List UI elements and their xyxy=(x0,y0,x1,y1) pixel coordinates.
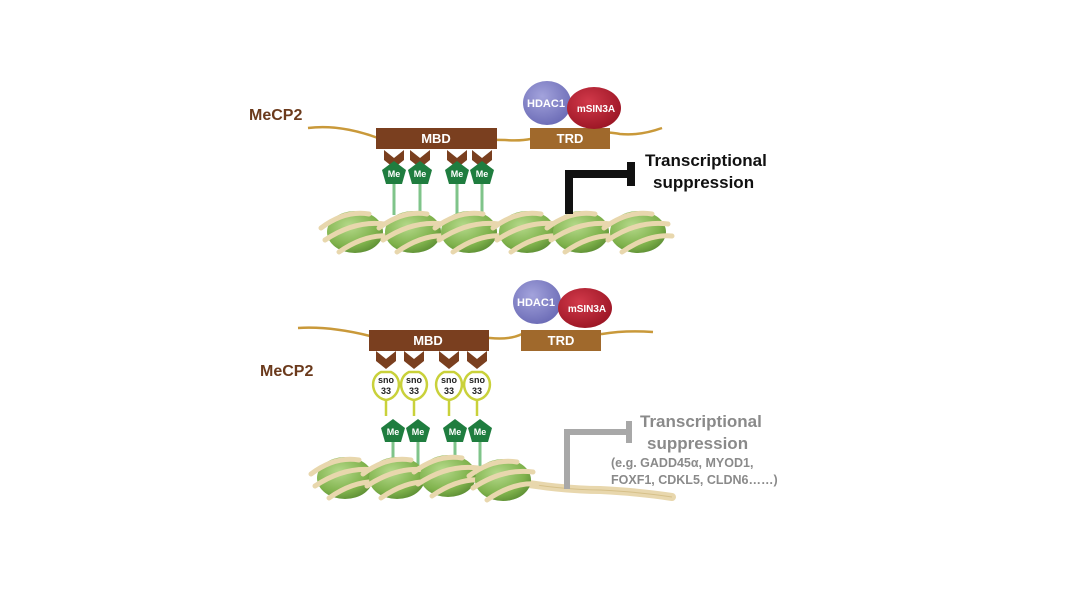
bottom-me-label-4: Me xyxy=(474,427,487,437)
top-msin3a-protein xyxy=(567,87,621,129)
bottom-me-label-1: Me xyxy=(387,427,400,437)
bottom-sno-label-2b: 33 xyxy=(409,386,419,396)
bottom-gene-examples-line2: FOXF1, CDKL5, CLDN6……) xyxy=(611,473,778,487)
bottom-sno-label-4a: sno xyxy=(469,375,486,385)
top-trd-domain xyxy=(530,128,610,149)
top-msin3a-label: mSIN3A xyxy=(577,104,615,115)
bottom-mecp2-label: MeCP2 xyxy=(260,363,313,380)
bottom-trd-domain xyxy=(521,330,601,351)
bottom-mbd-label: MBD xyxy=(413,333,443,348)
top-methyl-group-3: Me xyxy=(445,150,469,215)
bottom-methyl-group-4: Me xyxy=(468,419,492,470)
bottom-sno33-group-1: sno 33 xyxy=(371,351,401,416)
bottom-mecp2-strand xyxy=(297,326,654,340)
bottom-suppression-arrow xyxy=(564,429,629,489)
bottom-sno-label-1b: 33 xyxy=(381,386,391,396)
top-chromatin xyxy=(321,211,672,253)
top-mbd-label: MBD xyxy=(421,131,451,146)
bottom-sno33-group-3: sno 33 xyxy=(434,351,464,416)
top-suppression-line1: Transcriptional xyxy=(645,151,767,170)
top-hdac1-protein xyxy=(523,81,571,125)
bottom-mbd-domain xyxy=(369,330,489,351)
bottom-sno33-group-4: sno 33 xyxy=(462,351,492,416)
top-me-label-3: Me xyxy=(451,169,464,179)
top-me-label-1: Me xyxy=(388,169,401,179)
bottom-chromatin xyxy=(311,455,537,501)
bottom-msin3a-protein xyxy=(558,288,612,328)
top-suppression-line2: suppression xyxy=(653,173,754,192)
top-methyl-group-2: Me xyxy=(408,150,432,215)
bottom-trd-label: TRD xyxy=(548,333,575,348)
top-mbd-domain xyxy=(376,128,497,149)
bottom-sno-label-4b: 33 xyxy=(472,386,482,396)
top-methyl-group-1: Me xyxy=(382,150,406,215)
bottom-sno-label-3a: sno xyxy=(441,375,458,385)
bottom-sno-label-1a: sno xyxy=(378,375,395,385)
top-mecp2-label: MeCP2 xyxy=(249,107,302,124)
bottom-suppression-line1: Transcriptional xyxy=(640,412,762,431)
bottom-suppression-line2: suppression xyxy=(647,434,748,453)
bottom-hdac1-protein xyxy=(513,280,561,324)
bottom-hdac1-label: HDAC1 xyxy=(517,297,555,309)
bottom-panel: MeCP2 MBD TRD HDAC1 mSIN3A sno 33 sno 33 xyxy=(260,280,778,501)
bottom-me-label-3: Me xyxy=(449,427,462,437)
top-me-label-4: Me xyxy=(476,169,489,179)
top-panel: MeCP2 MBD TRD HDAC1 mSIN3A Me Me M xyxy=(249,81,767,253)
bottom-msin3a-label: mSIN3A xyxy=(568,304,606,315)
top-methyl-group-4: Me xyxy=(470,150,494,215)
top-me-label-2: Me xyxy=(414,169,427,179)
top-hdac1-label: HDAC1 xyxy=(527,98,565,110)
bottom-gene-examples-line1: (e.g. GADD45α, MYOD1, xyxy=(611,456,753,470)
top-suppression-arrow xyxy=(565,170,631,214)
bottom-sno33-group-2: sno 33 xyxy=(399,351,429,416)
bottom-me-label-2: Me xyxy=(412,427,425,437)
bottom-sno-label-2a: sno xyxy=(406,375,423,385)
top-trd-label: TRD xyxy=(557,131,584,146)
bottom-sno-label-3b: 33 xyxy=(444,386,454,396)
